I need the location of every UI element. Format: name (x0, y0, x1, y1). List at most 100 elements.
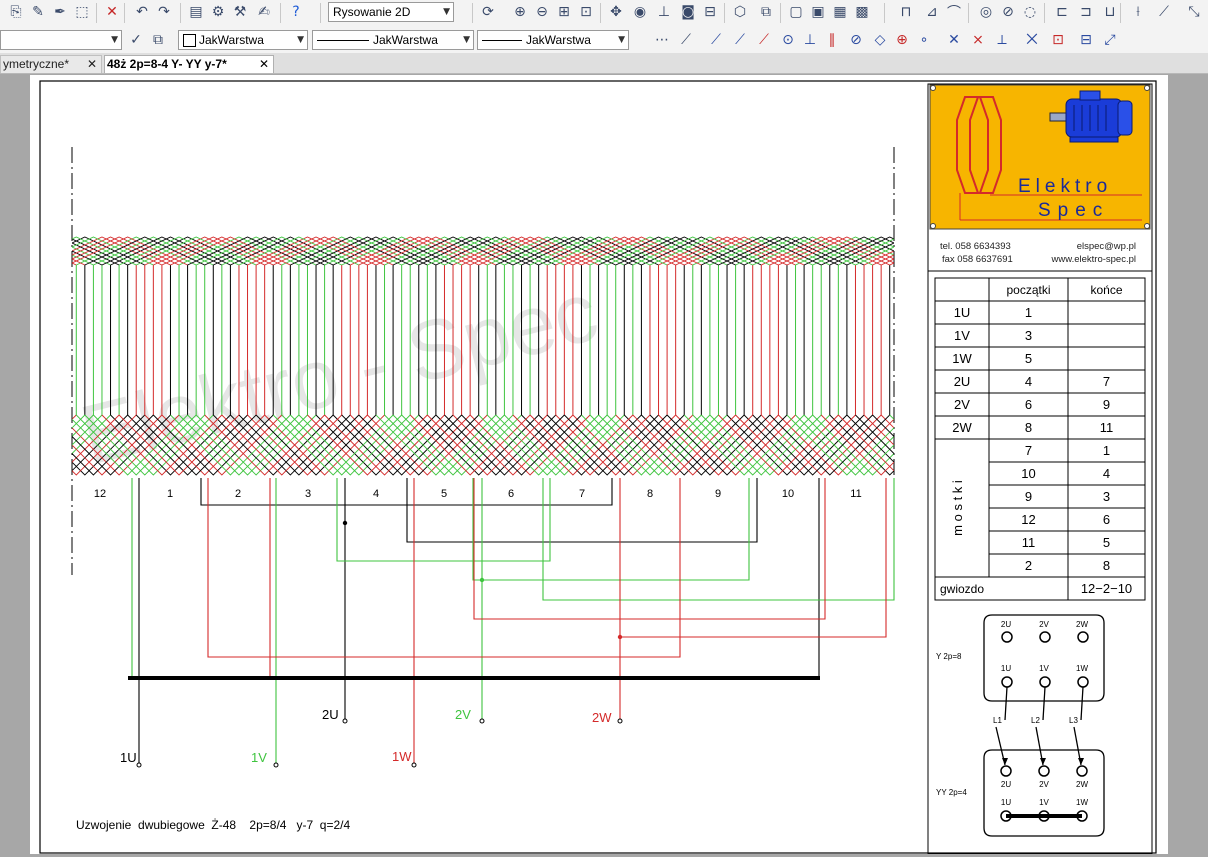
coil-number-label: 3 (305, 488, 311, 500)
tool-icon-6[interactable]: ⊿ (926, 4, 938, 20)
tool-icon-4[interactable]: ▩ (855, 4, 869, 20)
zoom-in-icon[interactable]: ⊕ (514, 4, 526, 20)
lead-green-bridge-1 (336, 478, 551, 562)
osnap-icon-8[interactable]: ⊙ (782, 32, 794, 48)
osnap-icon-19[interactable]: ⊡ (1052, 32, 1064, 48)
osnap-icon-1[interactable]: ✓ (130, 32, 142, 48)
osnap-icon-7[interactable]: ⟋ (759, 32, 769, 48)
osnap-icon-21[interactable]: ⤢ (1104, 32, 1116, 48)
terminal-label: 1V (1039, 798, 1049, 807)
viewport-icon[interactable]: ⧉ (761, 4, 771, 20)
junction-dot (617, 634, 623, 640)
workspace-dropdown[interactable]: Rysowanie 2D ▼ (328, 2, 454, 22)
lineweight-preview-icon (482, 40, 522, 41)
coil-number-label: 12 (94, 488, 106, 500)
osnap-icon-16[interactable]: ⨯ (972, 32, 984, 48)
toolbar-separator (884, 3, 885, 23)
zoom-window-icon[interactable]: ⊞ (558, 4, 570, 20)
tab-active-drawing[interactable]: 48ż 2p=8-4 Y- YY y-7* ✕ (104, 55, 274, 73)
select-icon[interactable]: ⬚ (75, 4, 89, 20)
osnap-icon-20[interactable]: ⊟ (1080, 32, 1092, 48)
connection-leads (131, 478, 895, 768)
lead-red-bridge-2 (473, 478, 826, 620)
document-tab-bar: ymetryczne* ✕ 48ż 2p=8-4 Y- YY y-7* ✕ (0, 53, 1208, 74)
match-properties-icon[interactable]: ✒ (54, 4, 66, 20)
tool-icon-12[interactable]: ⊐ (1080, 4, 1092, 20)
osnap-icon-6[interactable]: ⟋ (735, 32, 745, 48)
watermark: Elektro - Spec (72, 264, 607, 483)
regen-icon[interactable]: ⟳ (482, 4, 494, 20)
design-center-icon[interactable]: ⚙ (211, 4, 225, 20)
tool-icon-15[interactable]: ⟋ (1159, 4, 1169, 20)
table-row-start: 8 (1025, 420, 1032, 435)
table-row-start: 4 (1025, 374, 1032, 389)
redo-icon[interactable]: ↷ (158, 4, 170, 20)
tool-palette-icon[interactable]: ⚒ (233, 4, 247, 20)
pan-icon[interactable]: ✥ (610, 4, 622, 20)
layout-icon[interactable]: ⊟ (704, 4, 716, 20)
osnap-icon-17[interactable]: ⟂ (997, 32, 1007, 48)
layer-dropdown[interactable]: ▼ (0, 30, 122, 50)
orbit-icon[interactable]: ◉ (633, 4, 647, 20)
terminal-label: 2V (1039, 780, 1049, 789)
osnap-icon-2[interactable]: ⧉ (153, 32, 163, 48)
tool-icon-3[interactable]: ▦ (833, 4, 847, 20)
tool-icon-11[interactable]: ⊏ (1056, 4, 1068, 20)
tool-icon-8[interactable]: ◎ (979, 4, 993, 20)
ucs-icon[interactable]: ⊥ (657, 4, 671, 20)
undo-icon[interactable]: ↶ (136, 4, 148, 20)
bridge-row-start: 9 (1025, 489, 1032, 504)
bridges-label: m o s t k i (950, 480, 965, 536)
table-row-label: 1W (952, 351, 972, 366)
osnap-icon-10[interactable]: ∥ (828, 32, 836, 48)
star-label: gwiozdo (940, 582, 984, 596)
yy-connection-label: YY 2p=4 (936, 788, 967, 797)
tool-icon-5[interactable]: ⊓ (900, 4, 912, 20)
close-icon[interactable]: ✕ (258, 57, 269, 71)
lineweight-dropdown[interactable]: JakWarstwa ▼ (477, 30, 629, 50)
toolbar-separator (280, 3, 281, 23)
markup-icon[interactable]: ✍ (258, 4, 270, 20)
osnap-icon-11[interactable]: ⊘ (850, 32, 862, 48)
tool-icon-7[interactable]: ⌒ (947, 5, 961, 21)
zoom-extents-icon[interactable]: ⊡ (580, 4, 592, 20)
view-cube-icon[interactable]: ⬡ (733, 4, 747, 20)
close-icon[interactable]: ✕ (86, 57, 97, 71)
osnap-icon-14[interactable]: ∘ (919, 32, 929, 48)
tool-icon-1[interactable]: ▢ (789, 4, 803, 20)
paste-icon[interactable]: ✎ (32, 4, 44, 20)
erase-icon[interactable]: ✕ (106, 4, 118, 20)
help-icon[interactable]: ? (292, 4, 300, 20)
tool-icon-14[interactable]: ⟊ (1136, 4, 1140, 20)
osnap-icon-3[interactable]: ⋯ (655, 32, 669, 48)
terminal-label: 2U (1001, 780, 1011, 789)
tool-icon-2[interactable]: ▣ (811, 4, 825, 20)
osnap-icon-4[interactable]: ⟋ (681, 32, 691, 48)
terminal-label: 1W (1076, 798, 1088, 807)
osnap-icon-12[interactable]: ◇ (874, 32, 886, 48)
linetype-dropdown[interactable]: JakWarstwa ▼ (312, 30, 474, 50)
osnap-icon-13[interactable]: ⊕ (896, 32, 908, 48)
tool-icon-16[interactable]: ⤡ (1188, 4, 1200, 20)
coil-number-label: 10 (782, 488, 794, 500)
terminal-stud (1077, 676, 1089, 688)
tool-icon-9[interactable]: ⊘ (1002, 4, 1014, 20)
copy-icon[interactable]: ⎘ (10, 4, 22, 20)
osnap-icon-9[interactable]: ⊥ (803, 32, 817, 48)
zoom-out-icon[interactable]: ⊖ (536, 4, 548, 20)
osnap-icon-5[interactable]: ⟋ (711, 32, 721, 48)
color-dropdown[interactable]: JakWarstwa ▼ (178, 30, 308, 50)
camera-icon[interactable]: ◙ (681, 4, 695, 20)
star-value: 12−2−10 (1081, 581, 1132, 596)
lead-terminal (479, 718, 485, 724)
tool-icon-10[interactable]: ◌ (1023, 4, 1037, 20)
tab-symmetric-drawing[interactable]: ymetryczne* ✕ (0, 55, 102, 73)
properties-icon[interactable]: ▤ (189, 4, 203, 20)
table-row-end: 9 (1103, 397, 1110, 412)
osnap-icon-15[interactable]: ✕ (948, 32, 960, 48)
tool-icon-13[interactable]: ⊔ (1104, 4, 1116, 20)
table-row-start: 3 (1025, 328, 1032, 343)
osnap-icon-18[interactable]: ⨉ (1026, 32, 1038, 48)
